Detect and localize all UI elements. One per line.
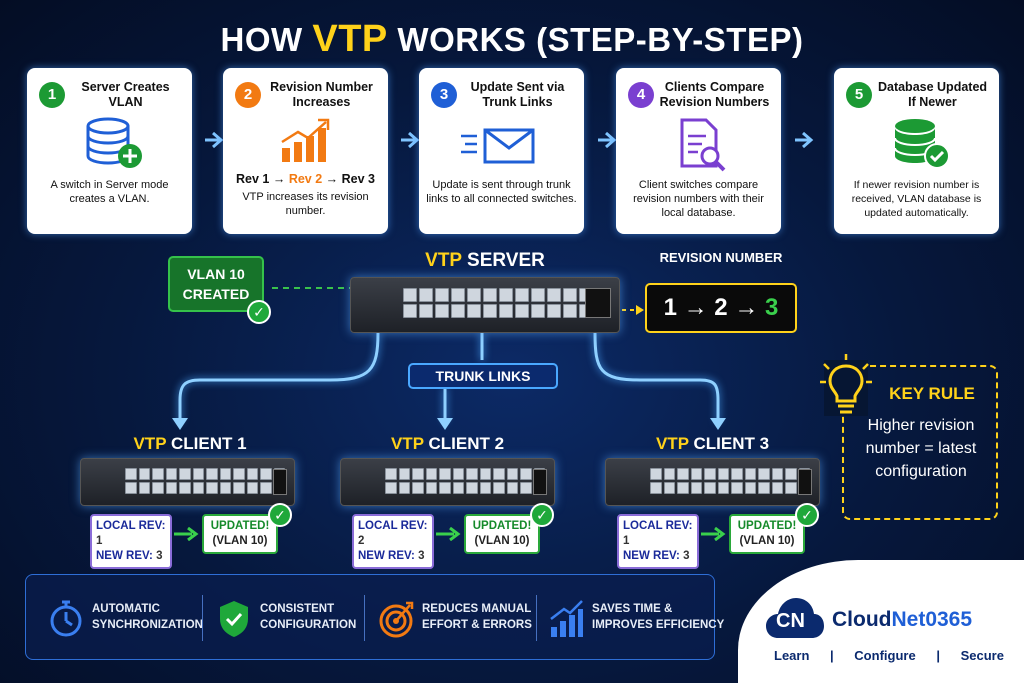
- client-1-updated: UPDATED!(VLAN 10): [202, 514, 278, 554]
- step-arrow: [205, 131, 224, 149]
- client-3-updated: UPDATED!(VLAN 10): [729, 514, 805, 554]
- step-title: Database Updated If Newer: [877, 80, 988, 109]
- step-card-4: 4 Clients Compare Revision Numbers Clien…: [616, 68, 781, 234]
- check-icon: ✓: [530, 503, 554, 527]
- target-icon: [379, 601, 414, 638]
- brand-mark: CN: [776, 610, 805, 632]
- server-label: VTP SERVER: [425, 250, 545, 271]
- step-number: 3: [431, 82, 457, 108]
- revision-sequence: Rev 1 → Rev 2 → Rev 3: [235, 172, 375, 186]
- step-arrow: [598, 131, 617, 149]
- step-arrow: [401, 131, 420, 149]
- key-rule-title: KEY RULE: [889, 384, 975, 403]
- arrow-right-icon: [174, 527, 199, 541]
- revision-number-box: 1 → 2 → 3: [645, 283, 797, 333]
- step-card-5: 5 Database Updated If Newer If newer rev…: [834, 68, 999, 234]
- step-arrow: [795, 131, 814, 149]
- sfp-ports: [533, 469, 547, 495]
- check-icon: ✓: [795, 503, 819, 527]
- trunk-links-label: TRUNK LINKS: [408, 363, 558, 389]
- vlan-created-badge: VLAN 10 CREATED: [168, 256, 264, 312]
- step-description: A switch in Server mode creates a VLAN.: [50, 179, 169, 205]
- vtp-client-3-switch: [605, 458, 820, 506]
- step-number: 2: [235, 82, 261, 108]
- step-title: Update Sent via Trunk Links: [470, 80, 565, 109]
- vtp-server-switch: [350, 277, 620, 333]
- switch-ports: [385, 468, 545, 494]
- step-card-1: 1 Server Creates VLAN A switch in Server…: [27, 68, 192, 234]
- step-title: Clients Compare Revision Numbers: [659, 80, 770, 109]
- database-check-icon: [894, 119, 950, 169]
- key-rule-box: [842, 365, 998, 520]
- divider: [364, 595, 365, 641]
- page-title: HOW VTP WORKS (STEP-BY-STEP): [220, 18, 804, 60]
- shield-check-icon: [220, 601, 248, 637]
- stopwatch-icon: [50, 600, 82, 637]
- key-rule-text: Higher revision number = latest configur…: [865, 417, 977, 480]
- growth-chart-icon: [281, 118, 330, 162]
- sfp-ports: [585, 288, 611, 318]
- client-2-label: VTP CLIENT 2: [390, 434, 505, 453]
- check-icon: ✓: [268, 503, 292, 527]
- cloud-logo-icon: [766, 598, 824, 638]
- step-number: 4: [628, 82, 654, 108]
- switch-ports: [403, 288, 593, 318]
- brand-logo-panel: CN CloudNet0365 Learn|Configure|Secure: [738, 560, 1024, 683]
- switch-ports: [650, 468, 810, 494]
- switch-ports: [125, 468, 285, 494]
- step-description: If newer revision number is received, VL…: [851, 179, 982, 219]
- sfp-ports: [273, 469, 287, 495]
- revision-number-label: REVISION NUMBER: [659, 250, 783, 265]
- step-title: Revision Number Increases: [270, 80, 373, 109]
- arrow-right-icon: [701, 527, 726, 541]
- step-card-2: 2 Revision Number Increases Rev 1 → Rev …: [223, 68, 388, 234]
- arrow-right-icon: [436, 527, 461, 541]
- check-icon: ✓: [247, 300, 271, 324]
- step-description: Client switches compare revision numbers…: [633, 179, 764, 219]
- vtp-client-1-switch: [80, 458, 295, 506]
- brand-name: CloudNet0365: [832, 608, 973, 631]
- vtp-client-2-switch: [340, 458, 555, 506]
- divider: [202, 595, 203, 641]
- step-description: Update is sent through trunk links to al…: [426, 179, 577, 205]
- divider: [536, 595, 537, 641]
- client-2-revision: LOCAL REV: 2 NEW REV: 3: [352, 514, 434, 569]
- database-plus-icon: [86, 117, 142, 168]
- client-3-revision: LOCAL REV: 1 NEW REV: 3: [617, 514, 699, 569]
- envelope-icon: [461, 128, 535, 164]
- client-2-updated: UPDATED!(VLAN 10): [464, 514, 540, 554]
- sfp-ports: [798, 469, 812, 495]
- bar-growth-icon: [550, 600, 583, 637]
- step-number: 5: [846, 82, 872, 108]
- step-title: Server Creates VLAN: [81, 80, 170, 109]
- step-card-3: 3 Update Sent via Trunk Links Update is …: [419, 68, 584, 234]
- client-1-revision: LOCAL REV: 1 NEW REV: 3: [90, 514, 172, 569]
- brand-tagline: Learn|Configure|Secure: [774, 648, 1004, 663]
- lightbulb-icon: [820, 354, 872, 416]
- client-3-label: VTP CLIENT 3: [655, 434, 770, 453]
- step-number: 1: [39, 82, 65, 108]
- document-search-icon: [680, 118, 726, 172]
- step-description: VTP increases its revision number.: [242, 191, 369, 217]
- client-1-label: VTP CLIENT 1: [133, 434, 247, 453]
